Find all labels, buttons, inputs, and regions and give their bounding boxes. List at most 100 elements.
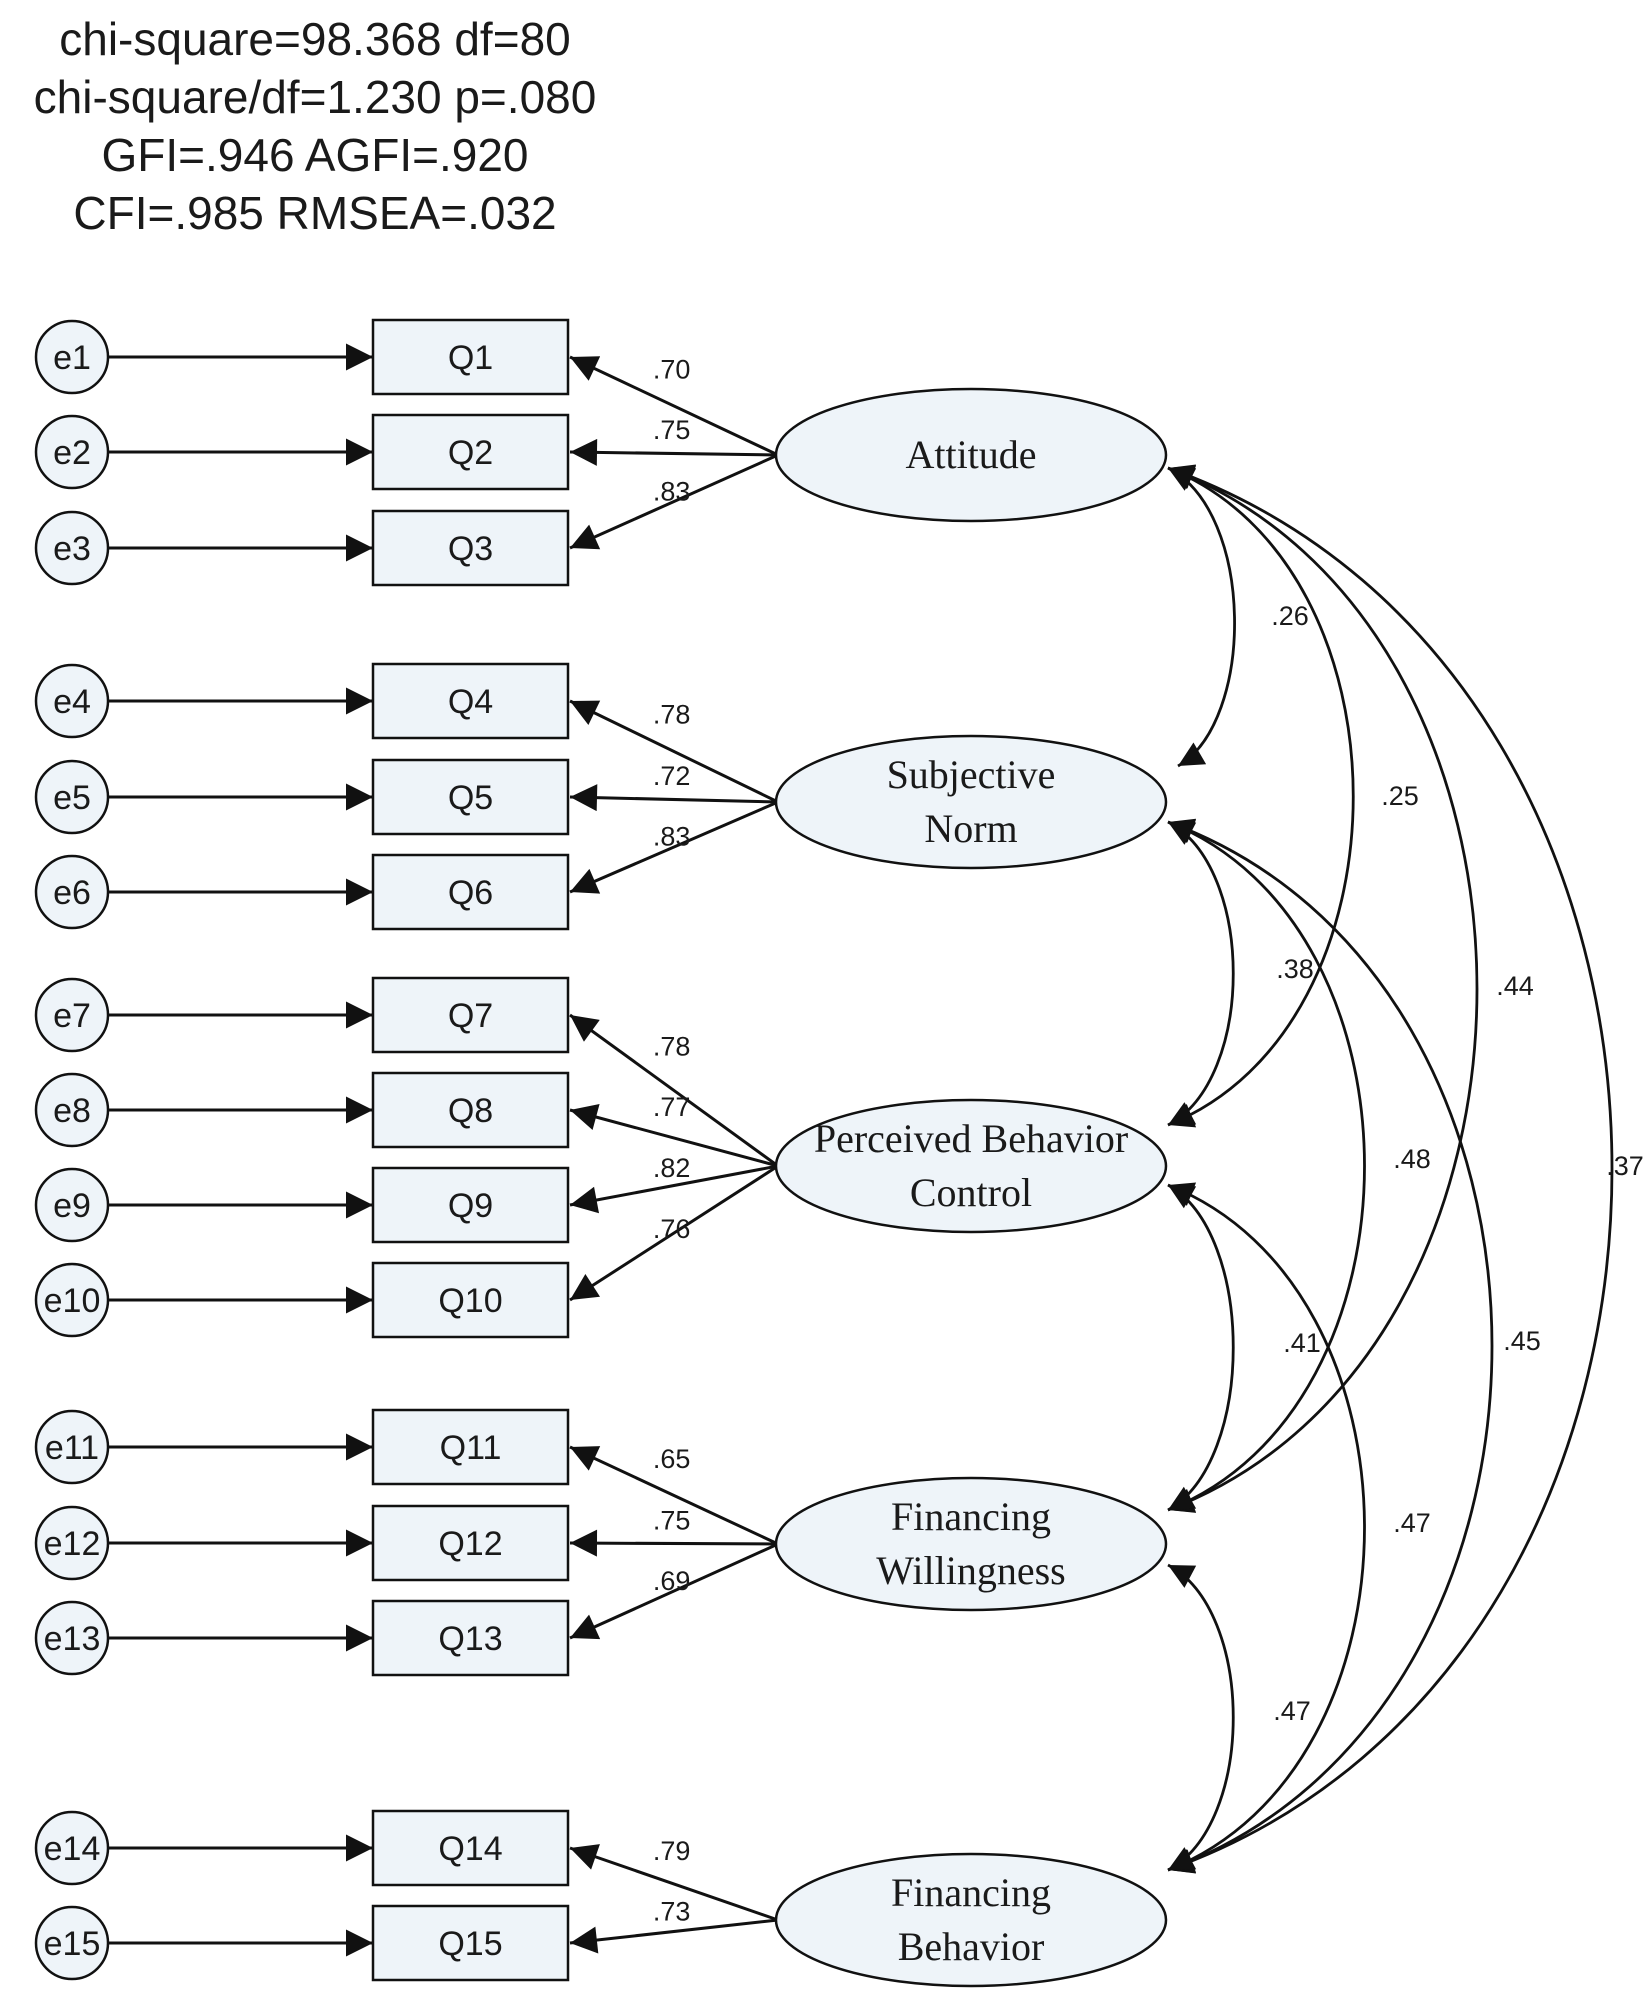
indicator-box-q6 bbox=[371, 853, 570, 931]
loading-value-q12: .75 bbox=[653, 1505, 691, 1535]
error-node-e8 bbox=[34, 1072, 110, 1148]
indicator-label-q1: Q1 bbox=[448, 339, 493, 377]
error-label-e5: e5 bbox=[53, 779, 91, 817]
loading-path-q2 bbox=[569, 438, 779, 466]
latent-subjective-norm bbox=[774, 734, 1168, 870]
error-label-e7: e7 bbox=[53, 997, 91, 1035]
error-label-e2: e2 bbox=[53, 434, 91, 472]
indicator-label-q6: Q6 bbox=[448, 874, 493, 912]
error-label-e12: e12 bbox=[44, 1525, 101, 1563]
covariance-value-attitude-willingness: .44 bbox=[1496, 971, 1534, 1001]
loading-path-q13 bbox=[569, 1542, 779, 1640]
loading-path-q12 bbox=[569, 1529, 779, 1557]
indicator-box-q11 bbox=[371, 1408, 570, 1486]
latent-label-pbc-1: Perceived Behavior bbox=[814, 1116, 1128, 1161]
error-label-e1: e1 bbox=[53, 339, 91, 377]
error-node-e11 bbox=[34, 1409, 110, 1485]
indicator-label-q14: Q14 bbox=[438, 1830, 502, 1868]
covariance-arc-subjective-norm-pbc bbox=[1167, 820, 1235, 1127]
error-node-e3 bbox=[34, 510, 110, 586]
loading-value-q7: .78 bbox=[653, 1031, 691, 1061]
loading-path-q6 bbox=[569, 800, 779, 894]
loading-path-q7 bbox=[569, 1013, 779, 1168]
loading-path-q14 bbox=[569, 1844, 779, 1922]
indicator-label-q7: Q7 bbox=[448, 997, 493, 1035]
indicator-box-q4 bbox=[371, 662, 570, 740]
indicator-label-q4: Q4 bbox=[448, 683, 493, 721]
error-node-e15 bbox=[34, 1905, 110, 1981]
indicator-label-q5: Q5 bbox=[448, 779, 493, 817]
indicator-box-q2 bbox=[371, 413, 570, 491]
covariance-value-subjective-norm-willingness: .48 bbox=[1393, 1144, 1431, 1174]
loading-value-q15: .73 bbox=[653, 1897, 691, 1927]
fit-stat-chi-square: chi-square=98.368 df=80 bbox=[59, 13, 571, 65]
covariance-arc-willingness-behavior bbox=[1167, 1563, 1235, 1872]
loading-value-q1: .70 bbox=[653, 354, 691, 384]
covariance-arc-attitude-subjective-norm bbox=[1167, 466, 1236, 768]
covariance-value-willingness-behavior: .47 bbox=[1273, 1696, 1311, 1726]
error-node-e5 bbox=[34, 759, 110, 835]
indicator-box-q5 bbox=[371, 758, 570, 836]
fit-stat-gfi-agfi: GFI=.946 AGFI=.920 bbox=[101, 129, 529, 181]
loading-path-q8 bbox=[569, 1103, 779, 1168]
covariance-value-subjective-norm-behavior: .45 bbox=[1503, 1326, 1541, 1356]
latent-willingness bbox=[774, 1476, 1168, 1612]
covariance-value-attitude-behavior: .37 bbox=[1606, 1151, 1644, 1181]
latent-label-subjective-norm-1: Subjective bbox=[887, 752, 1056, 797]
covariance-arc-subjective-norm-willingness bbox=[1167, 819, 1366, 1513]
loading-value-q6: .83 bbox=[653, 822, 691, 852]
indicator-box-q3 bbox=[371, 509, 570, 587]
error-label-e3: e3 bbox=[53, 530, 91, 568]
covariance-arc-pbc-behavior bbox=[1167, 1182, 1366, 1873]
loading-layer: .70.75.83.78.72.83.78.77.82.76.65.75.69.… bbox=[108, 343, 779, 1957]
fit-stat-cfi-rmsea: CFI=.985 RMSEA=.032 bbox=[73, 187, 557, 239]
error-node-e7 bbox=[34, 977, 110, 1053]
loading-value-q5: .72 bbox=[653, 761, 691, 791]
error-label-e13: e13 bbox=[44, 1620, 101, 1658]
latent-pbc bbox=[774, 1098, 1168, 1234]
error-label-e14: e14 bbox=[44, 1830, 101, 1868]
indicator-box-q7 bbox=[371, 976, 570, 1054]
loading-value-q9: .82 bbox=[653, 1153, 691, 1183]
indicator-label-q11: Q11 bbox=[440, 1429, 502, 1467]
indicator-label-q9: Q9 bbox=[448, 1187, 493, 1225]
loading-path-q1 bbox=[569, 355, 779, 457]
loading-value-q10: .76 bbox=[653, 1214, 691, 1244]
loading-path-q9 bbox=[569, 1164, 779, 1214]
covariance-arc-attitude-willingness bbox=[1167, 465, 1479, 1513]
error-node-e10 bbox=[34, 1262, 110, 1338]
indicator-box-q9 bbox=[371, 1166, 570, 1244]
latent-label-behavior-2: Behavior bbox=[898, 1924, 1045, 1969]
loading-value-q13: .69 bbox=[653, 1566, 691, 1596]
covariance-arc-attitude-pbc bbox=[1167, 465, 1355, 1128]
loading-value-q11: .65 bbox=[653, 1444, 691, 1474]
loading-path-q5 bbox=[569, 784, 779, 812]
fit-stat-chi-square-df: chi-square/df=1.230 p=.080 bbox=[33, 71, 597, 123]
latent-label-pbc-2: Control bbox=[910, 1170, 1032, 1215]
indicator-box-q8 bbox=[371, 1071, 570, 1149]
indicator-box-q15 bbox=[371, 1904, 570, 1982]
error-node-e12 bbox=[34, 1505, 110, 1581]
covariance-arc-attitude-behavior bbox=[1167, 464, 1614, 1874]
covariance-value-subjective-norm-pbc: .38 bbox=[1276, 954, 1314, 984]
latent-label-willingness-1: Financing bbox=[891, 1494, 1051, 1539]
error-node-e4 bbox=[34, 663, 110, 739]
error-label-e9: e9 bbox=[53, 1187, 91, 1225]
loading-path-q15 bbox=[569, 1918, 779, 1954]
indicator-label-q10: Q10 bbox=[438, 1282, 502, 1320]
loading-value-q3: .83 bbox=[653, 477, 691, 507]
indicator-box-q14 bbox=[371, 1809, 570, 1887]
loading-path-q11 bbox=[569, 1445, 779, 1546]
error-node-e1 bbox=[34, 319, 110, 395]
indicator-box-q12 bbox=[371, 1504, 570, 1582]
error-node-e9 bbox=[34, 1167, 110, 1243]
indicator-label-q15: Q15 bbox=[438, 1925, 502, 1963]
indicator-label-q3: Q3 bbox=[448, 530, 493, 568]
latent-label-willingness-2: Willingness bbox=[876, 1548, 1066, 1593]
covariance-value-pbc-willingness: .41 bbox=[1283, 1328, 1321, 1358]
loading-value-q4: .78 bbox=[653, 699, 691, 729]
loading-value-q2: .75 bbox=[653, 415, 691, 445]
loading-path-q10 bbox=[569, 1164, 779, 1302]
